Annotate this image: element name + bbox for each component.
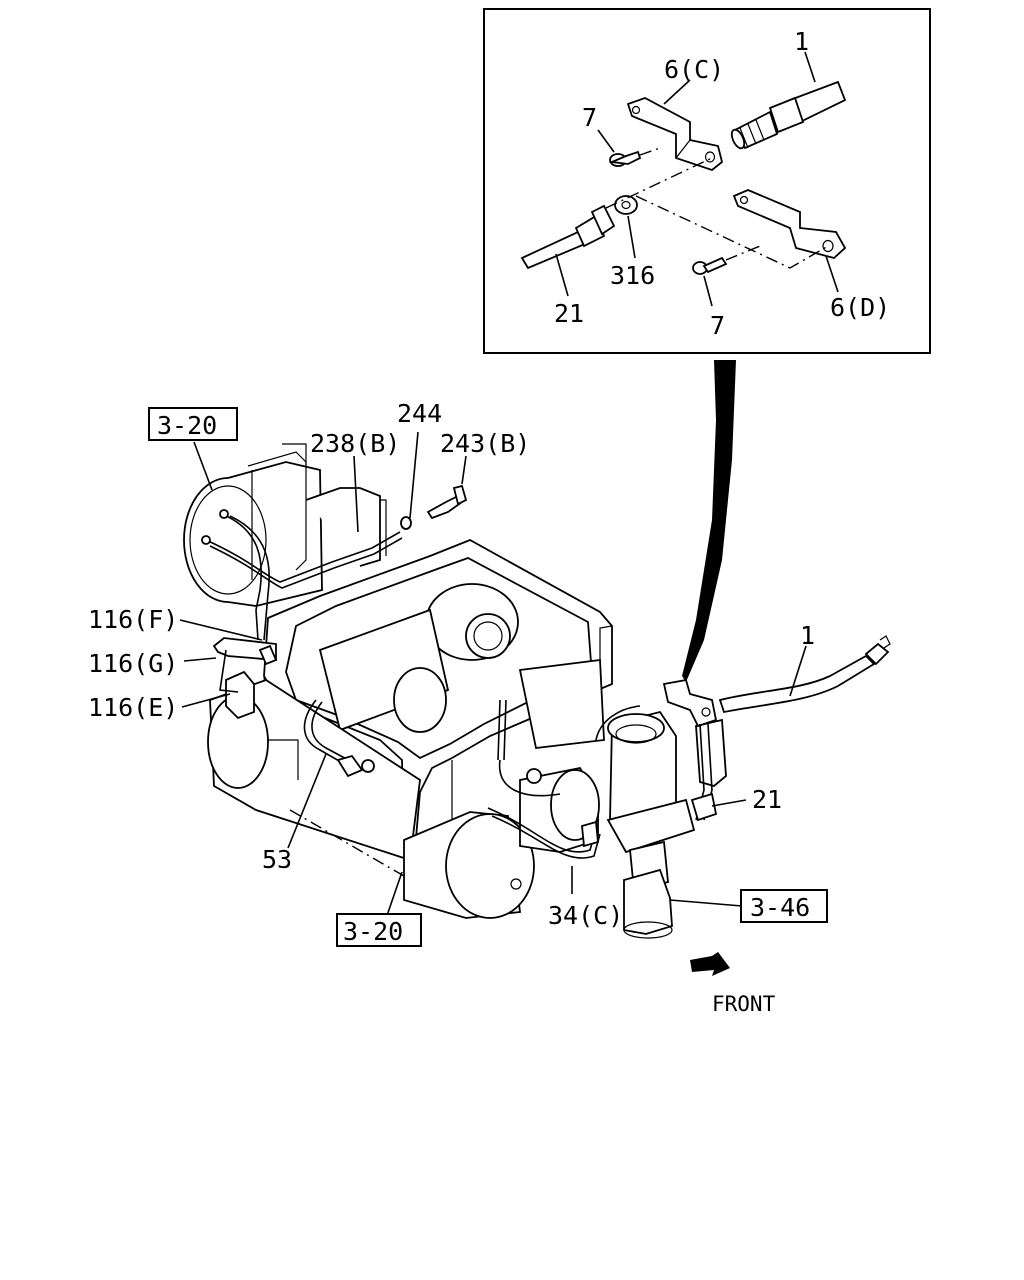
label-detail-7-bottom: 7 (710, 311, 725, 340)
label-ref-3-20-top: 3-20 (157, 411, 217, 440)
label-main-1: 1 (800, 621, 815, 650)
label-53: 53 (262, 845, 292, 874)
label-238b: 238(B) (310, 429, 400, 458)
valve-block-left (212, 637, 278, 720)
fitting-243b (426, 484, 468, 520)
air-dryer-assembly (595, 705, 727, 939)
label-244: 244 (397, 399, 442, 428)
pipe-34c (487, 699, 601, 859)
label-116e: 116(E) (88, 693, 178, 722)
label-ref-3-20-bottom: 3-20 (343, 917, 403, 946)
upper-air-tank (183, 443, 387, 607)
front-arrow-icon (690, 952, 730, 976)
label-116g: 116(G) (88, 649, 178, 678)
upper-tank-pipes (201, 509, 403, 641)
fitting-244 (400, 516, 412, 530)
ref-box-3-20-bottom (336, 913, 422, 947)
label-main-21: 21 (752, 785, 782, 814)
lower-right-air-tank (403, 811, 535, 919)
label-detail-6d: 6(D) (830, 293, 890, 322)
ref-box-3-20-top (148, 407, 238, 441)
label-detail-21: 21 (554, 299, 584, 328)
leader-lines (179, 431, 807, 931)
detail-inset-frame (483, 8, 931, 354)
detail-hose-part-1 (730, 80, 847, 150)
small-air-tank (519, 766, 600, 853)
detail-axis-line-lower (635, 195, 829, 269)
detail-bracket-6c (626, 97, 724, 172)
detail-bolt-7-top (608, 147, 661, 167)
front-indicator: FRONT (690, 952, 776, 1016)
detail-callout-pointer (682, 360, 736, 682)
detail-axis-line-upper (605, 157, 713, 209)
ref-box-3-46 (740, 889, 828, 923)
label-243b: 243(B) (440, 429, 530, 458)
label-detail-1: 1 (794, 27, 809, 56)
label-front: FRONT (712, 992, 776, 1016)
label-ref-3-46: 3-46 (750, 893, 810, 922)
detail-nut-316 (614, 195, 638, 215)
label-detail-7-top: 7 (582, 103, 597, 132)
label-34c: 34(C) (548, 901, 623, 930)
hose-part-1 (718, 635, 891, 714)
detail-bracket-6d (732, 189, 847, 259)
hose-part-21 (690, 723, 718, 822)
detail-inset: 1 6(C) 7 316 21 7 6(D) (483, 8, 931, 354)
label-detail-6c: 6(C) (664, 55, 724, 84)
label-detail-316: 316 (610, 261, 655, 290)
inner-tanks (318, 583, 605, 749)
detail-bolt-7-bottom (692, 245, 761, 275)
pipe-53 (303, 699, 375, 778)
main-assembly: 3-20 238(B) 244 243(B) 116(F) 116(G) 116… (88, 399, 891, 947)
detail-hose-part-21 (520, 204, 616, 270)
tank-axis-line (289, 809, 405, 877)
label-116f: 116(F) (88, 605, 178, 634)
hose-bracket (662, 678, 718, 728)
